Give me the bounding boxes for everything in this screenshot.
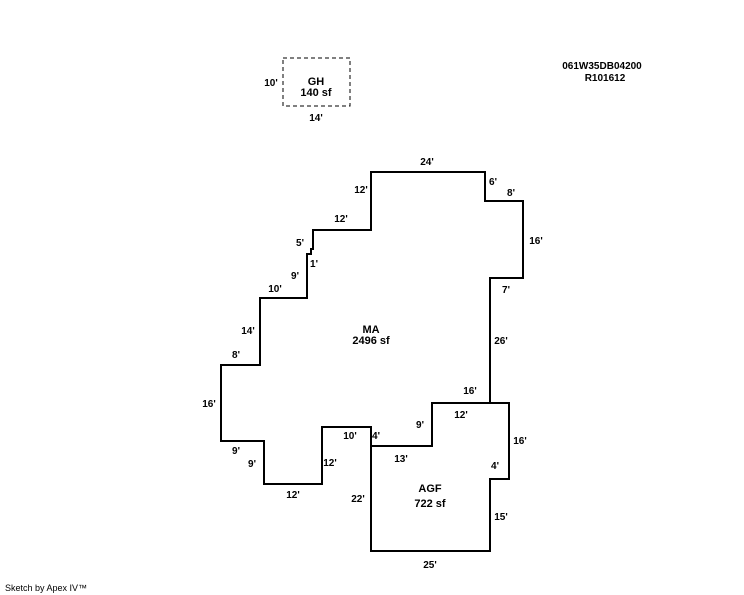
ma-dim-right-inset: 7' <box>502 285 510 296</box>
ma-dim-top: 24' <box>420 157 434 168</box>
ma-dim-bottom-left-down: 9' <box>248 459 256 470</box>
ma-dim-bottom-right-down: 4' <box>372 431 380 442</box>
ma-label: MA <box>362 324 379 336</box>
ma-dim-step-10: 10' <box>268 284 282 295</box>
ma-dim-step-9: 9' <box>291 271 299 282</box>
ma-dim-step-14: 14' <box>241 326 255 337</box>
ma-dim-step-1: 1' <box>310 259 318 270</box>
agf-area-sf: 722 sf <box>414 498 446 510</box>
ma-dim-bottom-right-across: 10' <box>343 431 357 442</box>
agf-dim-right-upper: 16' <box>513 436 527 447</box>
agf-label: AGF <box>418 483 442 495</box>
ma-dim-agf-top: 16' <box>463 386 477 397</box>
gh-dim-bottom: 14' <box>309 113 323 124</box>
gh-area-sf: 140 sf <box>300 87 332 99</box>
ma-dim-right-upper: 16' <box>529 236 543 247</box>
ma-dim-right-lower: 26' <box>494 336 508 347</box>
sketch-credit: Sketch by Apex IV™ <box>5 583 88 593</box>
gh-outline <box>282 57 351 107</box>
ma-dim-step-12: 12' <box>334 214 348 225</box>
gh-dim-left: 10' <box>264 78 278 89</box>
ma-dim-step-5: 5' <box>296 238 304 249</box>
ma-dim-bottom-left-across: 9' <box>232 446 240 457</box>
ma-area-sf: 2496 sf <box>352 335 390 347</box>
agf-dim-top: 12' <box>454 410 468 421</box>
agf-dim-inset: 4' <box>491 461 499 472</box>
ma-dim-upper-left-riser: 12' <box>354 185 368 196</box>
gh-label: GH <box>308 76 325 88</box>
ma-dim-notch-down: 6' <box>489 177 497 188</box>
ma-dim-left: 16' <box>202 399 216 410</box>
ma-dim-bottom-up: 12' <box>323 458 337 469</box>
ma-outline <box>220 171 524 485</box>
parcel-map-number: 061W35DB04200 <box>562 61 642 72</box>
ma-dim-bottom: 12' <box>286 490 300 501</box>
ma-dim-step-8: 8' <box>232 350 240 361</box>
agf-dim-bottom: 25' <box>423 560 437 571</box>
agf-dim-left: 22' <box>351 494 365 505</box>
agf-dim-right-lower: 15' <box>494 512 508 523</box>
ma-dim-notch-across: 8' <box>507 188 515 199</box>
ma-dim-agf-step: 9' <box>416 420 424 431</box>
parcel-account: R101612 <box>585 73 626 84</box>
agf-outline <box>370 402 510 552</box>
agf-dim-step: 13' <box>394 454 408 465</box>
